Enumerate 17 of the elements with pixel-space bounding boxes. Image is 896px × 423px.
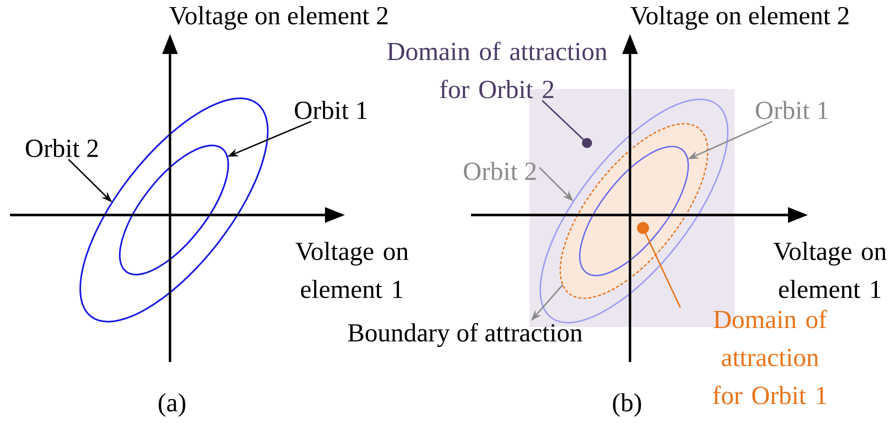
panel-label: (b) (613, 393, 642, 417)
marker-dot (637, 222, 649, 234)
axis-label: Voltage on element 2 (630, 6, 848, 30)
callout-label: Domain of attraction for Orbit 2 (387, 42, 608, 98)
orbit-label: Orbit 2 (464, 162, 536, 180)
orbit-label: Orbit 2 (26, 138, 98, 158)
callout-label: Domain of attraction for Orbit 1 (713, 310, 828, 404)
axis-label: Voltage on element 1 (296, 242, 408, 298)
leader-line (542, 100, 584, 140)
axis-label: Voltage on element 2 (169, 6, 388, 30)
axis-label: Voltage on element 1 (774, 242, 886, 298)
orbit-label: Orbit 1 (294, 100, 367, 120)
panel-label: (a) (158, 393, 186, 417)
leader-line (644, 233, 681, 308)
callout-label: Boundary of attraction (348, 323, 582, 347)
orbit-label: Orbit 1 (756, 100, 828, 120)
marker-dot (582, 138, 592, 148)
